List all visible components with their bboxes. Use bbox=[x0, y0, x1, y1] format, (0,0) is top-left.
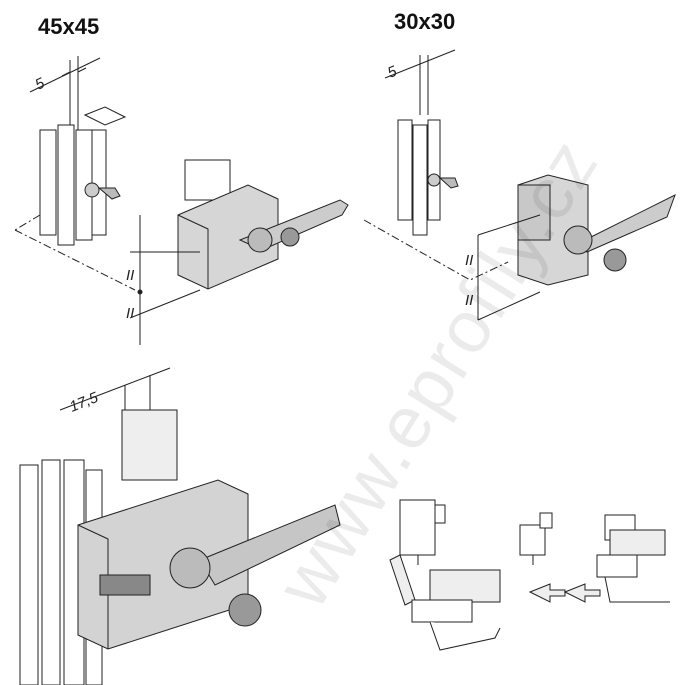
mounting-detail-horizontal bbox=[519, 512, 670, 603]
equal-mark-30-b: II bbox=[465, 292, 473, 309]
equal-mark-30-a: II bbox=[465, 252, 473, 269]
equal-mark-45-a: II bbox=[126, 267, 134, 284]
title-30x30: 30x30 bbox=[394, 9, 456, 34]
title-45x45: 45x45 bbox=[38, 14, 100, 39]
dim-label-17-5: 17,5 bbox=[67, 389, 101, 416]
dimension-offset-30 bbox=[384, 49, 456, 115]
dimension-equal-45 bbox=[129, 215, 201, 345]
dim-label-5-30: 5 bbox=[385, 63, 400, 82]
centerline-30 bbox=[363, 219, 509, 281]
handle-assembly-30-small bbox=[517, 174, 676, 286]
profile-45-exploded bbox=[39, 106, 127, 246]
handle-assembly-45-small bbox=[177, 159, 349, 290]
handle-assembly-45-large bbox=[77, 479, 341, 650]
mounting-detail-vertical bbox=[389, 499, 501, 651]
equal-mark-45-b: II bbox=[126, 305, 134, 322]
dimension-equal-30 bbox=[477, 214, 541, 321]
centerline-45 bbox=[14, 214, 136, 291]
profile-30-exploded bbox=[397, 119, 459, 236]
